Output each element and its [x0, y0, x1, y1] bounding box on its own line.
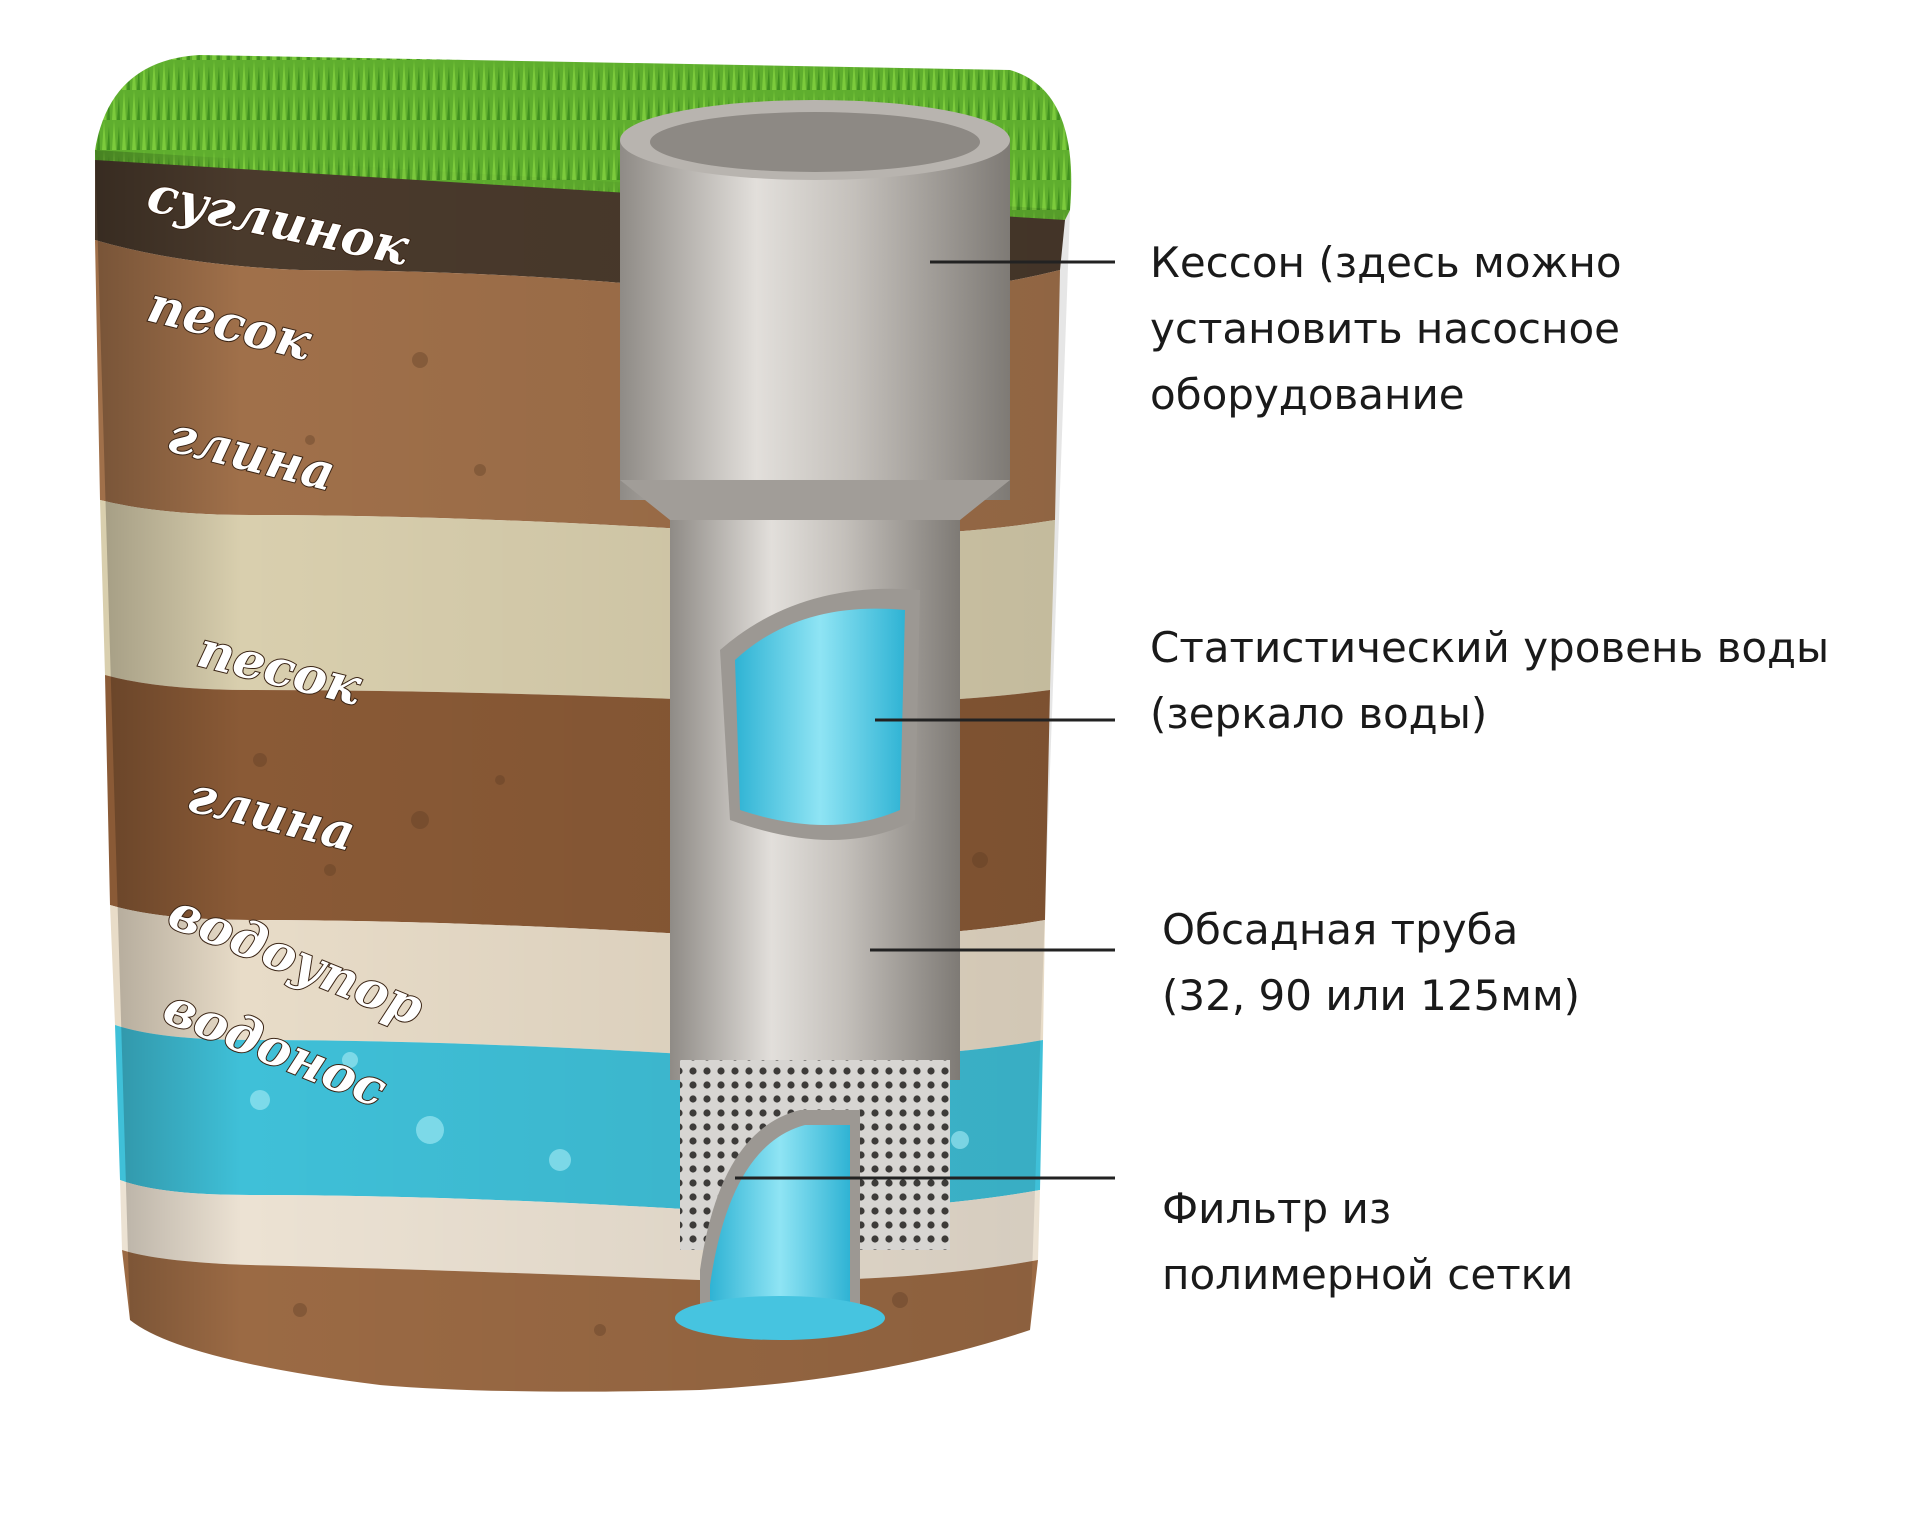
- well-pipe: [620, 100, 1010, 1340]
- water-level-callout: Статистический уровень воды (зеркало вод…: [1150, 615, 1829, 747]
- callout-line: установить насосное: [1150, 304, 1620, 353]
- caisson-body: [620, 140, 1010, 500]
- callout-lines: [735, 260, 1115, 1180]
- callout-line: (зеркало воды): [1150, 689, 1488, 738]
- callout-line: оборудование: [1150, 370, 1465, 419]
- caisson-taper: [620, 480, 1010, 520]
- filter-water: [710, 1125, 850, 1314]
- callout-line: (32, 90 или 125мм): [1162, 971, 1581, 1020]
- callout-line: Обсадная труба: [1162, 905, 1519, 954]
- filter-callout: Фильтр из полимерной сетки: [1162, 1176, 1573, 1308]
- callout-line: Статистический уровень воды: [1150, 623, 1830, 672]
- pipe-bottom: [675, 1296, 885, 1340]
- caisson-opening: [650, 112, 980, 172]
- water-column: [735, 608, 905, 825]
- caisson-callout: Кессон (здесь можно установить насосное …: [1150, 230, 1622, 428]
- callout-line: полимерной сетки: [1162, 1250, 1574, 1299]
- casing-pipe-callout: Обсадная труба (32, 90 или 125мм): [1162, 897, 1580, 1029]
- callout-line: Фильтр из: [1162, 1184, 1392, 1233]
- callout-line: Кессон (здесь можно: [1150, 238, 1622, 287]
